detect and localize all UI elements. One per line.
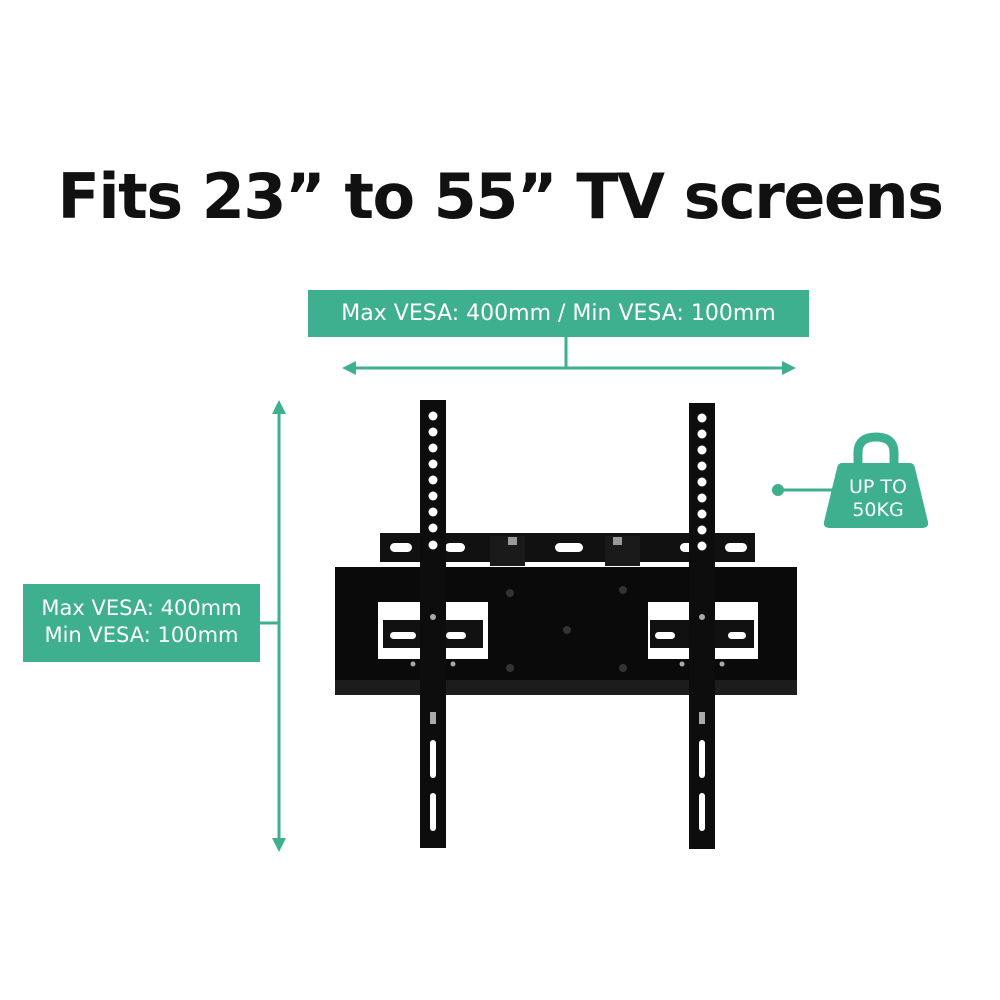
weight-line-1: UP TO [849, 476, 907, 498]
horizontal-vesa-label: Max VESA: 400mm / Min VESA: 100mm [308, 290, 809, 337]
right-arm-holes [697, 413, 707, 831]
vertical-vesa-label: Max VESA: 400mm Min VESA: 100mm [23, 584, 260, 662]
max-vesa-text: Max VESA: 400mm [41, 596, 242, 620]
headline: Fits 23” to 55” TV screens [57, 160, 944, 233]
min-vesa-text: Min VESA: 100mm [44, 623, 239, 647]
kettlebell-weight-icon [772, 432, 929, 528]
vertical-double-arrow-icon [260, 400, 286, 852]
weight-line-2: 50KG [852, 499, 904, 521]
tv-mount-bracket-image [335, 400, 797, 849]
weight-capacity-text: UP TO 50KG [828, 476, 928, 522]
horizontal-double-arrow-icon [342, 337, 796, 375]
left-arm-holes [428, 411, 438, 831]
